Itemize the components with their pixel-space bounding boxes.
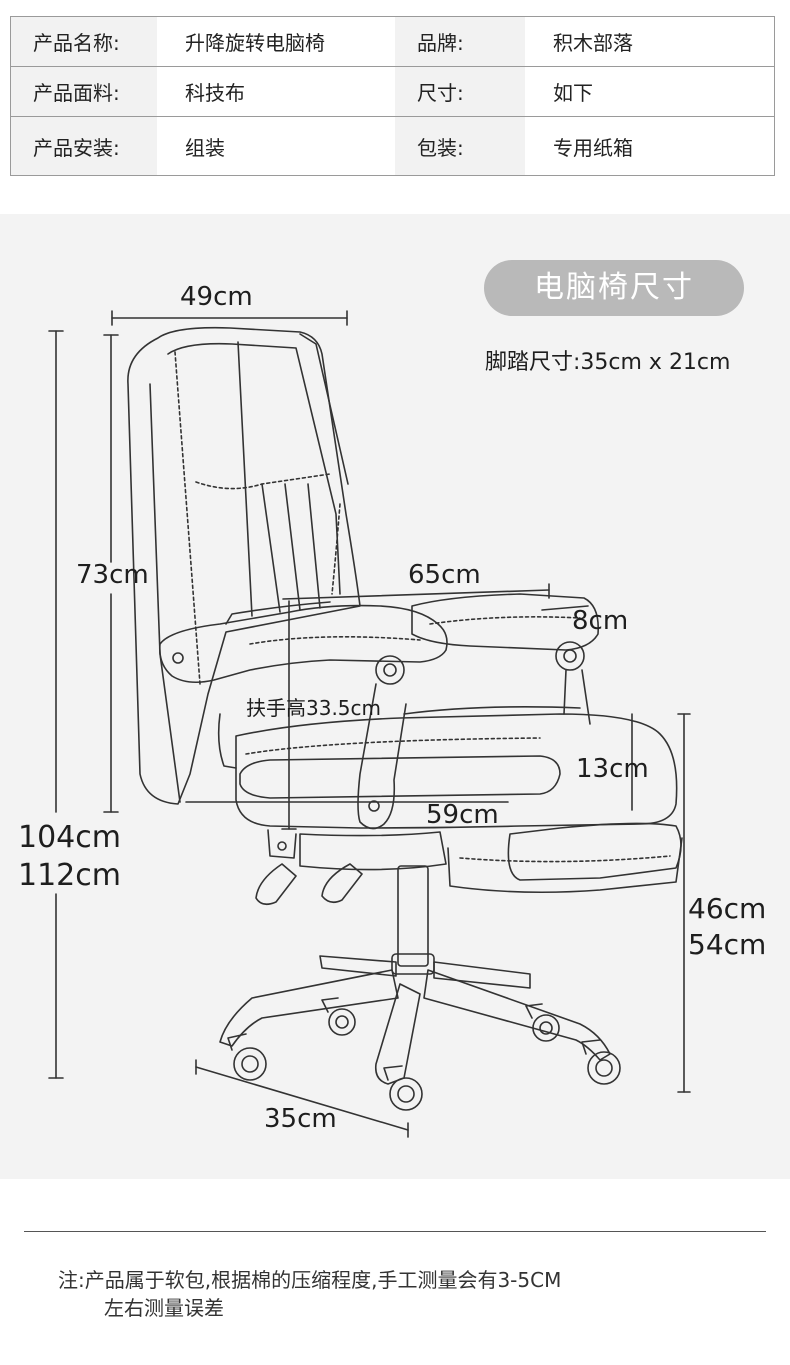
spec-label: 产品名称: [10, 16, 157, 67]
dim-seat-height-high: 54cm [688, 928, 767, 961]
dim-total-height-high: 112cm [18, 858, 121, 893]
dim-seat-depth: 59cm [426, 800, 499, 830]
dim-width-top: 49cm [180, 282, 253, 312]
spec-label: 尺寸: [395, 66, 525, 117]
note-line-2: 左右测量误差 [104, 1296, 224, 1320]
dim-seat-height-low: 46cm [688, 892, 767, 925]
spec-row: 产品面料: 科技布 尺寸: 如下 [10, 66, 775, 117]
spec-label: 产品安装: [10, 116, 157, 176]
spec-label: 品牌: [395, 16, 525, 67]
dim-arm-width: 8cm [572, 606, 629, 636]
spec-value: 积木部落 [525, 16, 775, 67]
dimension-diagram: 电脑椅尺寸 脚踏尺寸:35cm x 21cm 49cm 73cm 104cm 1… [0, 214, 790, 1179]
spec-label: 包装: [395, 116, 525, 176]
note-line-1: 注:产品属于软包,根据棉的压缩程度,手工测量会有3-5CM [58, 1268, 562, 1292]
measurement-note: 注:产品属于软包,根据棉的压缩程度,手工测量会有3-5CM 左右测量误差 [58, 1266, 758, 1322]
spec-value: 升降旋转电脑椅 [157, 16, 395, 67]
spec-row: 产品名称: 升降旋转电脑椅 品牌: 积木部落 [10, 16, 775, 67]
spec-value: 如下 [525, 66, 775, 117]
spec-value: 科技布 [157, 66, 395, 117]
spec-label: 产品面料: [10, 66, 157, 117]
footrest-size-label: 脚踏尺寸:35cm x 21cm [485, 350, 731, 375]
spec-table: 产品名称: 升降旋转电脑椅 品牌: 积木部落 产品面料: 科技布 尺寸: 如下 … [10, 16, 775, 176]
chair-drawing [48, 310, 691, 1138]
spec-value: 专用纸箱 [525, 116, 775, 176]
dim-base-radius: 35cm [264, 1104, 337, 1134]
dim-arm-span: 65cm [408, 560, 481, 590]
dim-total-height-low: 104cm [18, 820, 121, 855]
dim-armrest-height: 扶手高33.5cm [246, 696, 382, 720]
section-heading-pill: 电脑椅尺寸 [484, 260, 744, 316]
spec-row: 产品安装: 组装 包装: 专用纸箱 [10, 116, 775, 176]
dim-seat-thickness: 13cm [576, 754, 649, 784]
dim-back-height: 73cm [76, 560, 149, 590]
divider [24, 1231, 766, 1232]
spec-value: 组装 [157, 116, 395, 176]
